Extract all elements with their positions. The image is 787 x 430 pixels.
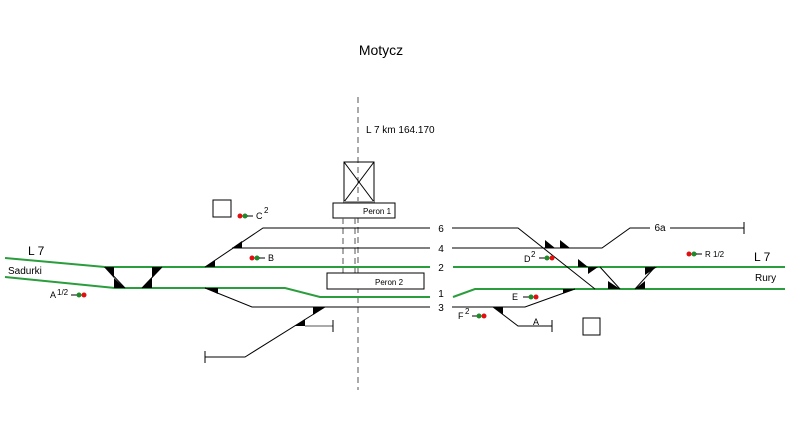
station-title: Motycz: [359, 42, 403, 58]
switch-marker: [114, 278, 125, 288]
switch-markers: [104, 240, 657, 326]
switch-marker: [608, 281, 620, 289]
switch-marker: [152, 267, 162, 278]
axis-km-label: L 7 km 164.170: [366, 125, 435, 136]
switch-marker: [588, 267, 598, 274]
switch-marker: [563, 289, 575, 293]
svg-text:1/2: 1/2: [57, 288, 69, 297]
svg-text:E: E: [512, 292, 518, 302]
switch-marker: [205, 288, 218, 294]
destination-east: Rury: [755, 273, 776, 284]
switch-marker: [295, 319, 305, 326]
track-number-3: 3: [438, 303, 444, 314]
switch-marker: [232, 241, 242, 248]
signal-b: B: [249, 253, 274, 263]
svg-text:F: F: [458, 311, 464, 321]
svg-text:2: 2: [465, 307, 470, 316]
switch-marker: [493, 307, 503, 314]
siding-a: [492, 306, 552, 327]
signal-r: R 1/2: [686, 250, 725, 259]
signal-c: C 2: [237, 206, 269, 221]
platform-1: [332, 202, 396, 219]
track-number-2: 2: [438, 263, 444, 274]
line-label-east: L 7: [754, 250, 771, 264]
switch-marker: [142, 278, 152, 288]
signal-e: E: [512, 292, 539, 302]
switch-marker: [635, 281, 645, 289]
track-number-6a: 6a: [654, 223, 666, 234]
main-track-2: [4, 257, 785, 268]
track-number-1: 1: [438, 289, 444, 300]
crossover-east-1: [599, 266, 621, 290]
track-number-6: 6: [438, 224, 444, 235]
track-number-a: A: [533, 317, 539, 327]
svg-text:R 1/2: R 1/2: [705, 250, 725, 259]
svg-text:A: A: [50, 290, 56, 300]
signal-box-east: [582, 317, 601, 336]
signal-d: D 2: [524, 250, 555, 264]
station-building-icon: [343, 161, 375, 203]
platform-2-label: Peron 2: [375, 278, 404, 287]
switch-marker: [104, 267, 114, 278]
svg-text:C: C: [256, 211, 263, 221]
siding-west: [205, 306, 326, 358]
switch-marker: [313, 307, 325, 315]
track-4-east-6a: [452, 227, 744, 249]
svg-text:D: D: [524, 254, 531, 264]
main-track-1: [4, 276, 785, 298]
platform-1-label: Peron 1: [363, 207, 392, 216]
signal-box-west: [212, 199, 232, 218]
switch-marker: [645, 267, 657, 275]
track-number-4: 4: [438, 244, 444, 255]
switch-marker: [578, 259, 588, 267]
platform-2: [326, 272, 425, 290]
svg-text:2: 2: [531, 250, 536, 259]
switch-marker: [205, 260, 215, 267]
svg-text:2: 2: [264, 206, 269, 215]
track-3-east: [452, 288, 576, 308]
label-bg: [650, 222, 670, 233]
track-6: [204, 227, 430, 268]
switch-marker: [545, 240, 555, 248]
line-label-west: L 7: [28, 244, 45, 258]
crossover-east-2: [634, 266, 656, 290]
track-6-east: [452, 227, 596, 290]
signal-f: F 2: [458, 307, 487, 321]
destination-west: Sadurki: [8, 266, 42, 277]
signal-a: A 1/2: [50, 288, 87, 300]
svg-text:B: B: [268, 253, 274, 263]
switch-marker: [560, 240, 570, 248]
track-3: [204, 287, 430, 308]
